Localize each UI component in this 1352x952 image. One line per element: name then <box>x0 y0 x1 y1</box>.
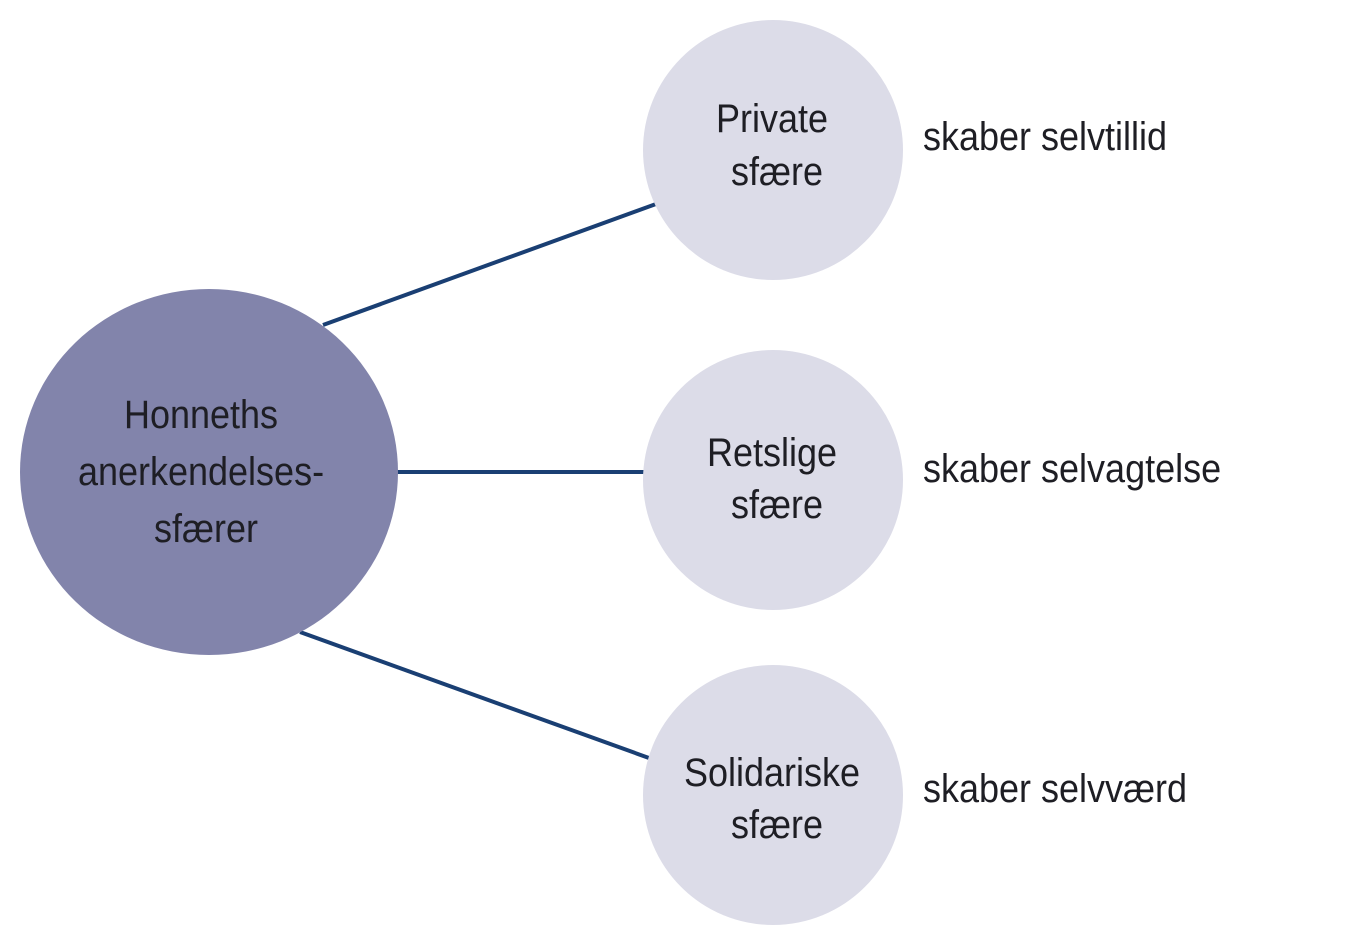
node-private: Private sfære skaber selvtillid <box>643 20 1167 280</box>
hub-label: Honneths anerkendelses- sfærer <box>78 393 334 551</box>
node-circle <box>643 350 903 610</box>
node-solidariske: Solidariske sfære skaber selvværd <box>643 665 1187 925</box>
node-effect: skaber selvagtelse <box>923 447 1221 491</box>
connector-private <box>322 202 657 327</box>
node-label: Private sfære <box>716 97 838 194</box>
hub-circle <box>20 289 398 655</box>
node-circle <box>643 20 903 280</box>
connector-solidariske <box>299 630 650 760</box>
node-label: Retslige sfære <box>707 431 847 527</box>
node-retslige: Retslige sfære skaber selvagtelse <box>643 350 1221 610</box>
node-effect: skaber selvværd <box>923 767 1187 811</box>
node-circle <box>643 665 903 925</box>
node-label: Solidariske sfære <box>684 751 870 847</box>
node-effect: skaber selvtillid <box>923 115 1167 159</box>
